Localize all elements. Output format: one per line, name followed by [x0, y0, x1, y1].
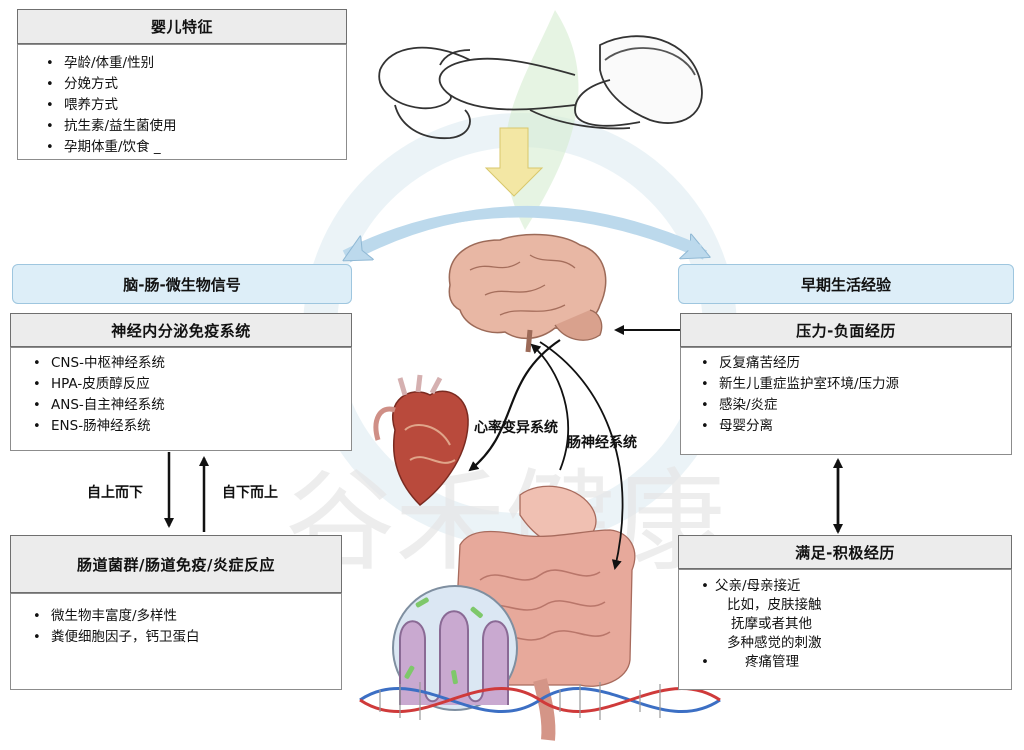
list-item: •ENS-肠神经系统	[33, 418, 151, 434]
top-down-label: 自上而下	[87, 485, 143, 501]
neuro-header: 神经内分泌免疫系统	[10, 313, 352, 347]
neuro-list: •CNS-中枢神经系统 •HPA-皮质醇反应 •ANS-自主神经系统 •ENS-…	[29, 353, 165, 437]
dna-illustration	[359, 682, 721, 720]
list-item: 抚摩或者其他	[731, 616, 812, 632]
neuro-box: •CNS-中枢神经系统 •HPA-皮质醇反应 •ANS-自主神经系统 •ENS-…	[10, 347, 352, 451]
gut-to-brain-arrow	[530, 343, 569, 471]
baby-illustration	[378, 35, 703, 139]
list-item: 多种感觉的刺激	[727, 635, 822, 651]
list-item: •孕龄/体重/性别	[46, 55, 155, 71]
villi-zoom-illustration	[392, 585, 518, 711]
gut-list: •微生物丰富度/多样性 •粪便细胞因子，钙卫蛋白	[29, 606, 200, 648]
list-item: •母婴分离	[701, 418, 773, 434]
gut-header: 肠道菌群/肠道免疫/炎症反应	[10, 535, 342, 593]
list-item: •新生儿重症监护室环境/压力源	[701, 376, 900, 392]
brain-to-gut-arrow	[539, 341, 624, 570]
brain-gut-pill: 脑-肠-微生物信号	[12, 264, 352, 304]
positive-header: 满足-积极经历	[678, 535, 1012, 569]
list-item: •抗生素/益生菌使用	[46, 118, 177, 134]
brain-illustration	[448, 233, 607, 353]
list-item: •喂养方式	[46, 97, 118, 113]
hrv-label: 心率变异系统	[474, 420, 558, 436]
list-item: •微生物丰富度/多样性	[33, 608, 178, 624]
list-item: •疼痛管理	[701, 654, 799, 670]
ens-label: 肠神经系统	[567, 435, 637, 451]
curve-arrow-left	[348, 206, 703, 263]
positive-box: •父亲/母亲接近 比如，皮肤接触 抚摩或者其他 多种感觉的刺激 •疼痛管理	[678, 569, 1012, 690]
bottom-up-label: 自下而上	[222, 485, 278, 501]
list-item: •CNS-中枢神经系统	[33, 355, 165, 371]
infant-header: 婴儿特征	[17, 9, 347, 44]
stress-header: 压力-负面经历	[680, 313, 1012, 347]
stress-box: •反复痛苦经历 •新生儿重症监护室环境/压力源 •感染/炎症 •母婴分离	[680, 347, 1012, 455]
list-item: 比如，皮肤接触	[727, 597, 822, 613]
positive-list: •父亲/母亲接近 比如，皮肤接触 抚摩或者其他 多种感觉的刺激 •疼痛管理	[701, 577, 822, 672]
list-item: •反复痛苦经历	[701, 355, 800, 371]
heart-illustration	[373, 374, 469, 506]
list-item: •父亲/母亲接近	[701, 578, 801, 594]
list-item: •感染/炎症	[701, 397, 778, 413]
down-arrow	[484, 127, 544, 197]
stress-list: •反复痛苦经历 •新生儿重症监护室环境/压力源 •感染/炎症 •母婴分离	[697, 353, 899, 437]
infant-list: •孕龄/体重/性别 •分娩方式 •喂养方式 •抗生素/益生菌使用 •孕期体重/饮…	[42, 53, 177, 158]
early-life-pill: 早期生活经验	[678, 264, 1014, 304]
list-item: •孕期体重/饮食 _	[46, 139, 161, 155]
list-item: •分娩方式	[46, 76, 118, 92]
gut-box: •微生物丰富度/多样性 •粪便细胞因子，钙卫蛋白	[10, 593, 342, 690]
infant-box: •孕龄/体重/性别 •分娩方式 •喂养方式 •抗生素/益生菌使用 •孕期体重/饮…	[17, 44, 347, 160]
list-item: •ANS-自主神经系统	[33, 397, 165, 413]
list-item: •粪便细胞因子，钙卫蛋白	[33, 629, 200, 645]
list-item: •HPA-皮质醇反应	[33, 376, 150, 392]
